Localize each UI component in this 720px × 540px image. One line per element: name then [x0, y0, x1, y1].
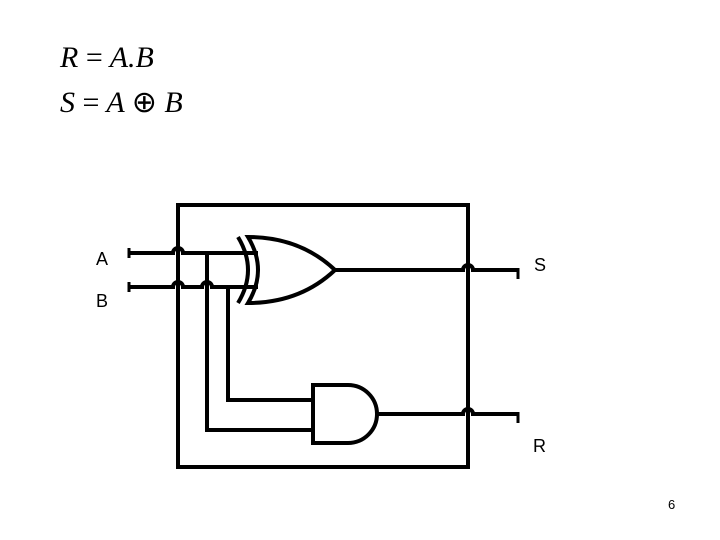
- xor-operator: ⊕: [131, 86, 157, 119]
- and-gate: [311, 383, 379, 445]
- equation-sum: S = A ⊕ B: [60, 88, 183, 118]
- equals-sign: =: [85, 41, 103, 74]
- equation-rhs: A.B: [109, 41, 154, 74]
- output-r-wire: [377, 407, 518, 416]
- input-b-wire: [130, 280, 258, 289]
- equation-rhs-a: A: [106, 86, 125, 119]
- xor-body: [244, 234, 338, 306]
- xor-input-curve: [236, 235, 250, 305]
- output-label-r: R: [533, 436, 546, 456]
- equation-carry: R = A.B: [60, 43, 154, 73]
- tap-b-to-and: [226, 287, 313, 402]
- circuit-boundary-box: [176, 203, 470, 469]
- equals-sign: =: [82, 86, 100, 119]
- input-a-wire: [130, 246, 258, 255]
- page-number: 6: [668, 497, 676, 512]
- input-label-a: A: [96, 249, 108, 269]
- tap-a-to-and: [205, 253, 313, 432]
- equation-rhs-b: B: [164, 86, 183, 119]
- equation-lhs: R: [60, 41, 79, 74]
- equation-lhs: S: [60, 86, 75, 119]
- output-label-s: S: [534, 255, 546, 275]
- input-label-b: B: [96, 291, 108, 311]
- xor-gate: [236, 234, 338, 306]
- output-s-wire: [335, 263, 518, 272]
